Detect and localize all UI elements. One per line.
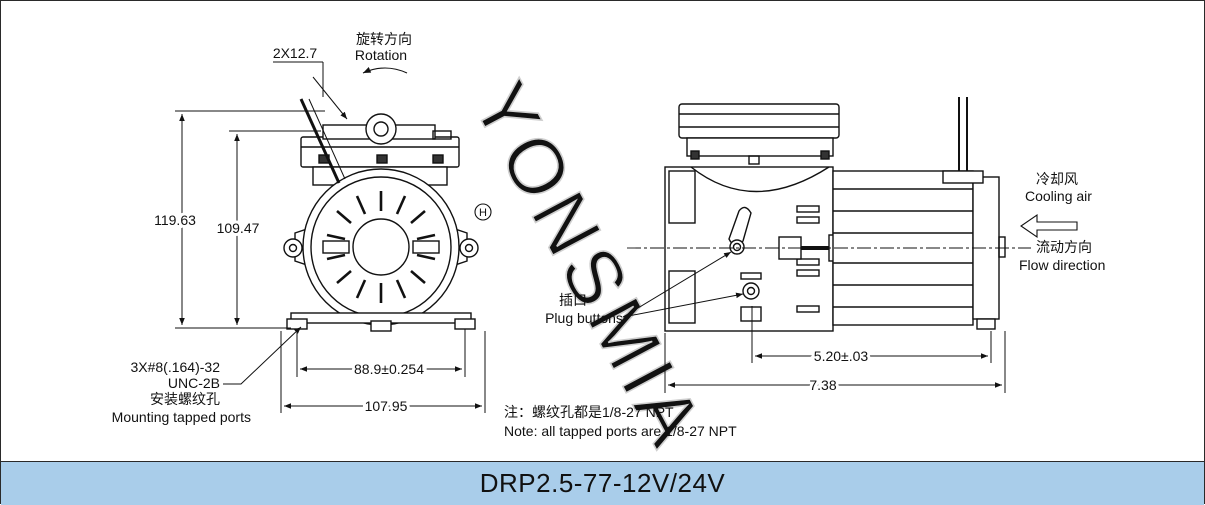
dim-width-mount-label: 88.9±0.254 xyxy=(354,361,424,377)
side-view xyxy=(664,97,1006,332)
dim-height-body xyxy=(229,130,321,325)
mount-label-en: Mounting tapped ports xyxy=(112,409,251,425)
plug-label-cn: 插口 xyxy=(559,292,587,308)
dim-motor-length-label: 5.20±.03 xyxy=(814,348,869,364)
cooling-air-arrow-icon xyxy=(1020,213,1078,239)
rotation-label-en: Rotation xyxy=(355,47,407,63)
mount-label-cn: 安装螺纹孔 xyxy=(150,391,220,407)
front-view xyxy=(283,98,479,332)
flow-label-en: Flow direction xyxy=(1019,257,1105,273)
mount-leader xyxy=(223,326,302,385)
model-banner: DRP2.5-77-12V/24V xyxy=(1,461,1204,505)
mount-spec-1: 3X#8(.164)-32 xyxy=(130,359,220,375)
cooling-label-en: Cooling air xyxy=(1025,188,1092,204)
dim-height-overall-label: 119.63 xyxy=(154,212,196,228)
note-cn: 注：螺纹孔都是1/8-27 NPT xyxy=(504,404,674,420)
h-mark-circle xyxy=(474,203,492,221)
dim-overall-length-label: 7.38 xyxy=(809,377,836,393)
hole-spacing-leader xyxy=(273,61,348,120)
dim-height-overall xyxy=(175,110,325,329)
flow-label-cn: 流动方向 xyxy=(1036,239,1092,255)
dim-height-body-label: 109.47 xyxy=(217,220,260,236)
rotation-label-cn: 旋转方向 xyxy=(356,31,412,47)
hole-spacing-label: 2X12.7 xyxy=(273,45,318,61)
dim-overall-length xyxy=(664,331,1006,393)
dim-width-mount xyxy=(296,329,466,377)
plug-label-en: Plug buttons xyxy=(545,310,623,326)
dim-motor-length xyxy=(751,306,992,363)
dim-width-overall-label: 107.95 xyxy=(365,398,408,414)
mount-spec-2: UNC-2B xyxy=(168,375,220,391)
cooling-label-cn: 冷却风 xyxy=(1036,171,1078,187)
technical-drawing: YONSMIA xyxy=(112,31,1106,461)
note-en: Note: all tapped ports are 1/8-27 NPT xyxy=(504,423,737,439)
h-mark: H xyxy=(479,207,487,219)
plug-leaders xyxy=(622,251,744,318)
dim-width-overall xyxy=(280,331,486,413)
rotation-arrow-icon xyxy=(362,67,408,74)
model-title: DRP2.5-77-12V/24V xyxy=(479,468,726,498)
